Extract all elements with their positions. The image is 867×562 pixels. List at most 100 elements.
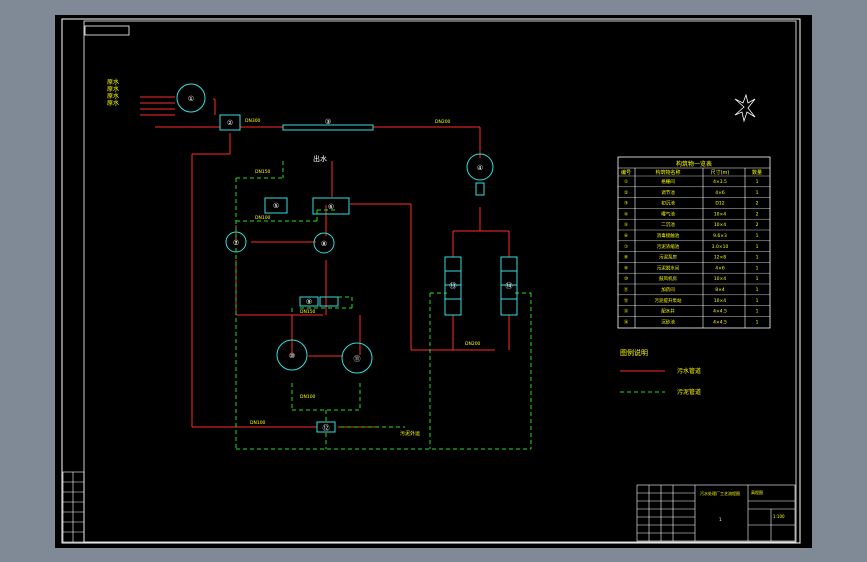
unit-7-circle (225, 231, 247, 253)
title-drawing-name: 高程图 (751, 489, 763, 495)
unit-numbers: ① ② ③ ④ ⑤ ⑥ ⑦ ⑧ ⑨ ⑩ ⑪ ⑫ ⑬ ⑭ (188, 95, 513, 432)
legend-title: 图例说明 (620, 348, 648, 357)
table-cell: 配水井 (661, 308, 675, 315)
pipe-label-8: DN100 (250, 420, 266, 426)
unit-number-8: ⑧ (321, 240, 327, 248)
table-cell: 1 (756, 255, 759, 261)
table-cell: 沉砂池 (661, 318, 675, 325)
table-cell: 污泥脱水间 (657, 264, 680, 271)
unit-10-circle (276, 339, 308, 371)
sludge-out-label: 污泥外运 (400, 430, 420, 437)
table-cell: 4×6 (715, 265, 725, 271)
table-cell: 3.0×10 (712, 244, 729, 250)
table-cell: 1 (756, 233, 759, 239)
unit-number-10: ⑩ (289, 352, 295, 360)
unit-number-3: ③ (325, 118, 331, 126)
unit-9-box-a (299, 296, 319, 307)
table-cell: D12 (715, 201, 724, 207)
pipe-label-1: DN300 (245, 118, 261, 124)
table-cell: 1 (756, 287, 759, 293)
unit-13-column-b (500, 256, 518, 316)
drawing-viewport: ① ② ③ ④ ⑤ ⑥ ⑦ ⑧ ⑨ ⑩ ⑪ ⑫ ⑬ ⑭ 原水 原水 原水 原水 … (55, 15, 812, 548)
table-header-cell: 构筑物名称 (655, 169, 680, 176)
table-cell: 1 (756, 265, 759, 271)
table-cell: 1 (756, 244, 759, 250)
table-cell: ⑤ (624, 222, 628, 228)
table-cell: 9.6×3 (713, 233, 727, 239)
table-title: 构筑物一览表 (676, 160, 712, 168)
unit-9-box-b (319, 296, 339, 307)
unit-4-pump (475, 182, 485, 196)
table-cell: ② (624, 190, 628, 196)
unit-number-14: ⑭ (506, 282, 513, 290)
table-cell: 二沉池 (661, 221, 675, 228)
table-cell: 初沉池 (661, 200, 675, 207)
title-project: 污水处理厂工艺流程图 (700, 490, 740, 496)
unit-1-circle (176, 83, 206, 113)
table-cell: 4×6 (715, 190, 725, 196)
table-cell: ④ (624, 211, 628, 217)
legend-label-sludge: 污泥管道 (677, 388, 701, 396)
unit-number-9: ⑨ (306, 298, 312, 306)
table-cell: 1 (756, 298, 759, 304)
table-cell: 1 (756, 319, 759, 325)
table-cell: ⑨ (624, 265, 628, 271)
table-cell: 1 (756, 276, 759, 282)
table-cell: 鼓风机房 (659, 275, 677, 282)
unit-number-1: ① (188, 95, 194, 103)
table-cell: 10×4 (714, 222, 726, 228)
table-cell: ⑬ (624, 308, 629, 315)
unit-3-channel (282, 124, 374, 131)
pipe-label-6: DN200 (465, 341, 481, 347)
table-cell: 污泥泵房 (659, 254, 677, 261)
title-sheet: 1 (719, 517, 722, 522)
unit-number-2: ② (227, 119, 233, 127)
unit-6-box (312, 197, 350, 215)
table-cell: 2 (756, 201, 759, 207)
table-cell: 10×4 (714, 211, 726, 217)
table-cell: ① (624, 179, 628, 185)
table-header-cell: 编号 (621, 169, 631, 176)
unit-13-column-a (444, 256, 462, 316)
table-cell: ③ (624, 201, 628, 207)
table-cell: ⑭ (624, 318, 629, 325)
table-cell: 1 (756, 190, 759, 196)
table-header-cell: 尺寸(m) (711, 169, 730, 176)
table-cell: 污泥提升泵站 (655, 297, 682, 304)
legend-label-sewage: 污水管道 (677, 367, 701, 375)
revision-block (62, 471, 85, 543)
unit-8-circle (313, 232, 335, 254)
pipe-labels: DN300 DN200 DN150 DN100 DN150 DN200 DN10… (245, 118, 481, 426)
unit-4-circle (466, 153, 494, 181)
unit-2-box (219, 114, 241, 131)
table-cell: ⑧ (624, 255, 628, 261)
inlet-label-1: 原水 (107, 78, 119, 86)
north-arrow-icon (734, 93, 756, 123)
pipe-label-4: DN100 (255, 215, 271, 221)
table-cell: ⑩ (624, 276, 628, 282)
pipe-label-2: DN200 (435, 119, 451, 125)
inner-frame (83, 20, 797, 543)
corner-code-box (84, 25, 130, 36)
table-header-cell: 数量 (752, 169, 762, 176)
table-cell: 4×3.5 (713, 179, 727, 185)
pipe-label-3: DN150 (255, 169, 271, 175)
pipe-label-5: DN150 (300, 309, 316, 315)
table-header: 编号 构筑物名称 尺寸(m) 数量 (621, 169, 762, 176)
table-cell: 加药间 (661, 286, 675, 293)
flow-diagram: ① ② ③ ④ ⑤ ⑥ ⑦ ⑧ ⑨ ⑩ ⑪ ⑫ ⑬ ⑭ 原水 原水 原水 原水 … (61, 18, 801, 544)
table-cell: 曝气池 (661, 210, 675, 217)
pipe-label-7: DN100 (300, 394, 316, 400)
title-scale: 1:100 (773, 514, 785, 519)
unit-number-11: ⑪ (354, 355, 361, 363)
table-cell: 8×4 (715, 287, 725, 293)
title-block (636, 484, 796, 542)
unit-5-box (264, 197, 288, 214)
table-cell: ⑪ (624, 286, 629, 293)
table-cell: 10×4 (714, 276, 726, 282)
unit-number-4: ④ (477, 164, 483, 172)
table-cell: 4×4.5 (713, 309, 727, 315)
table-cell: 1 (756, 179, 759, 185)
inlet-label-3: 原水 (107, 92, 119, 100)
